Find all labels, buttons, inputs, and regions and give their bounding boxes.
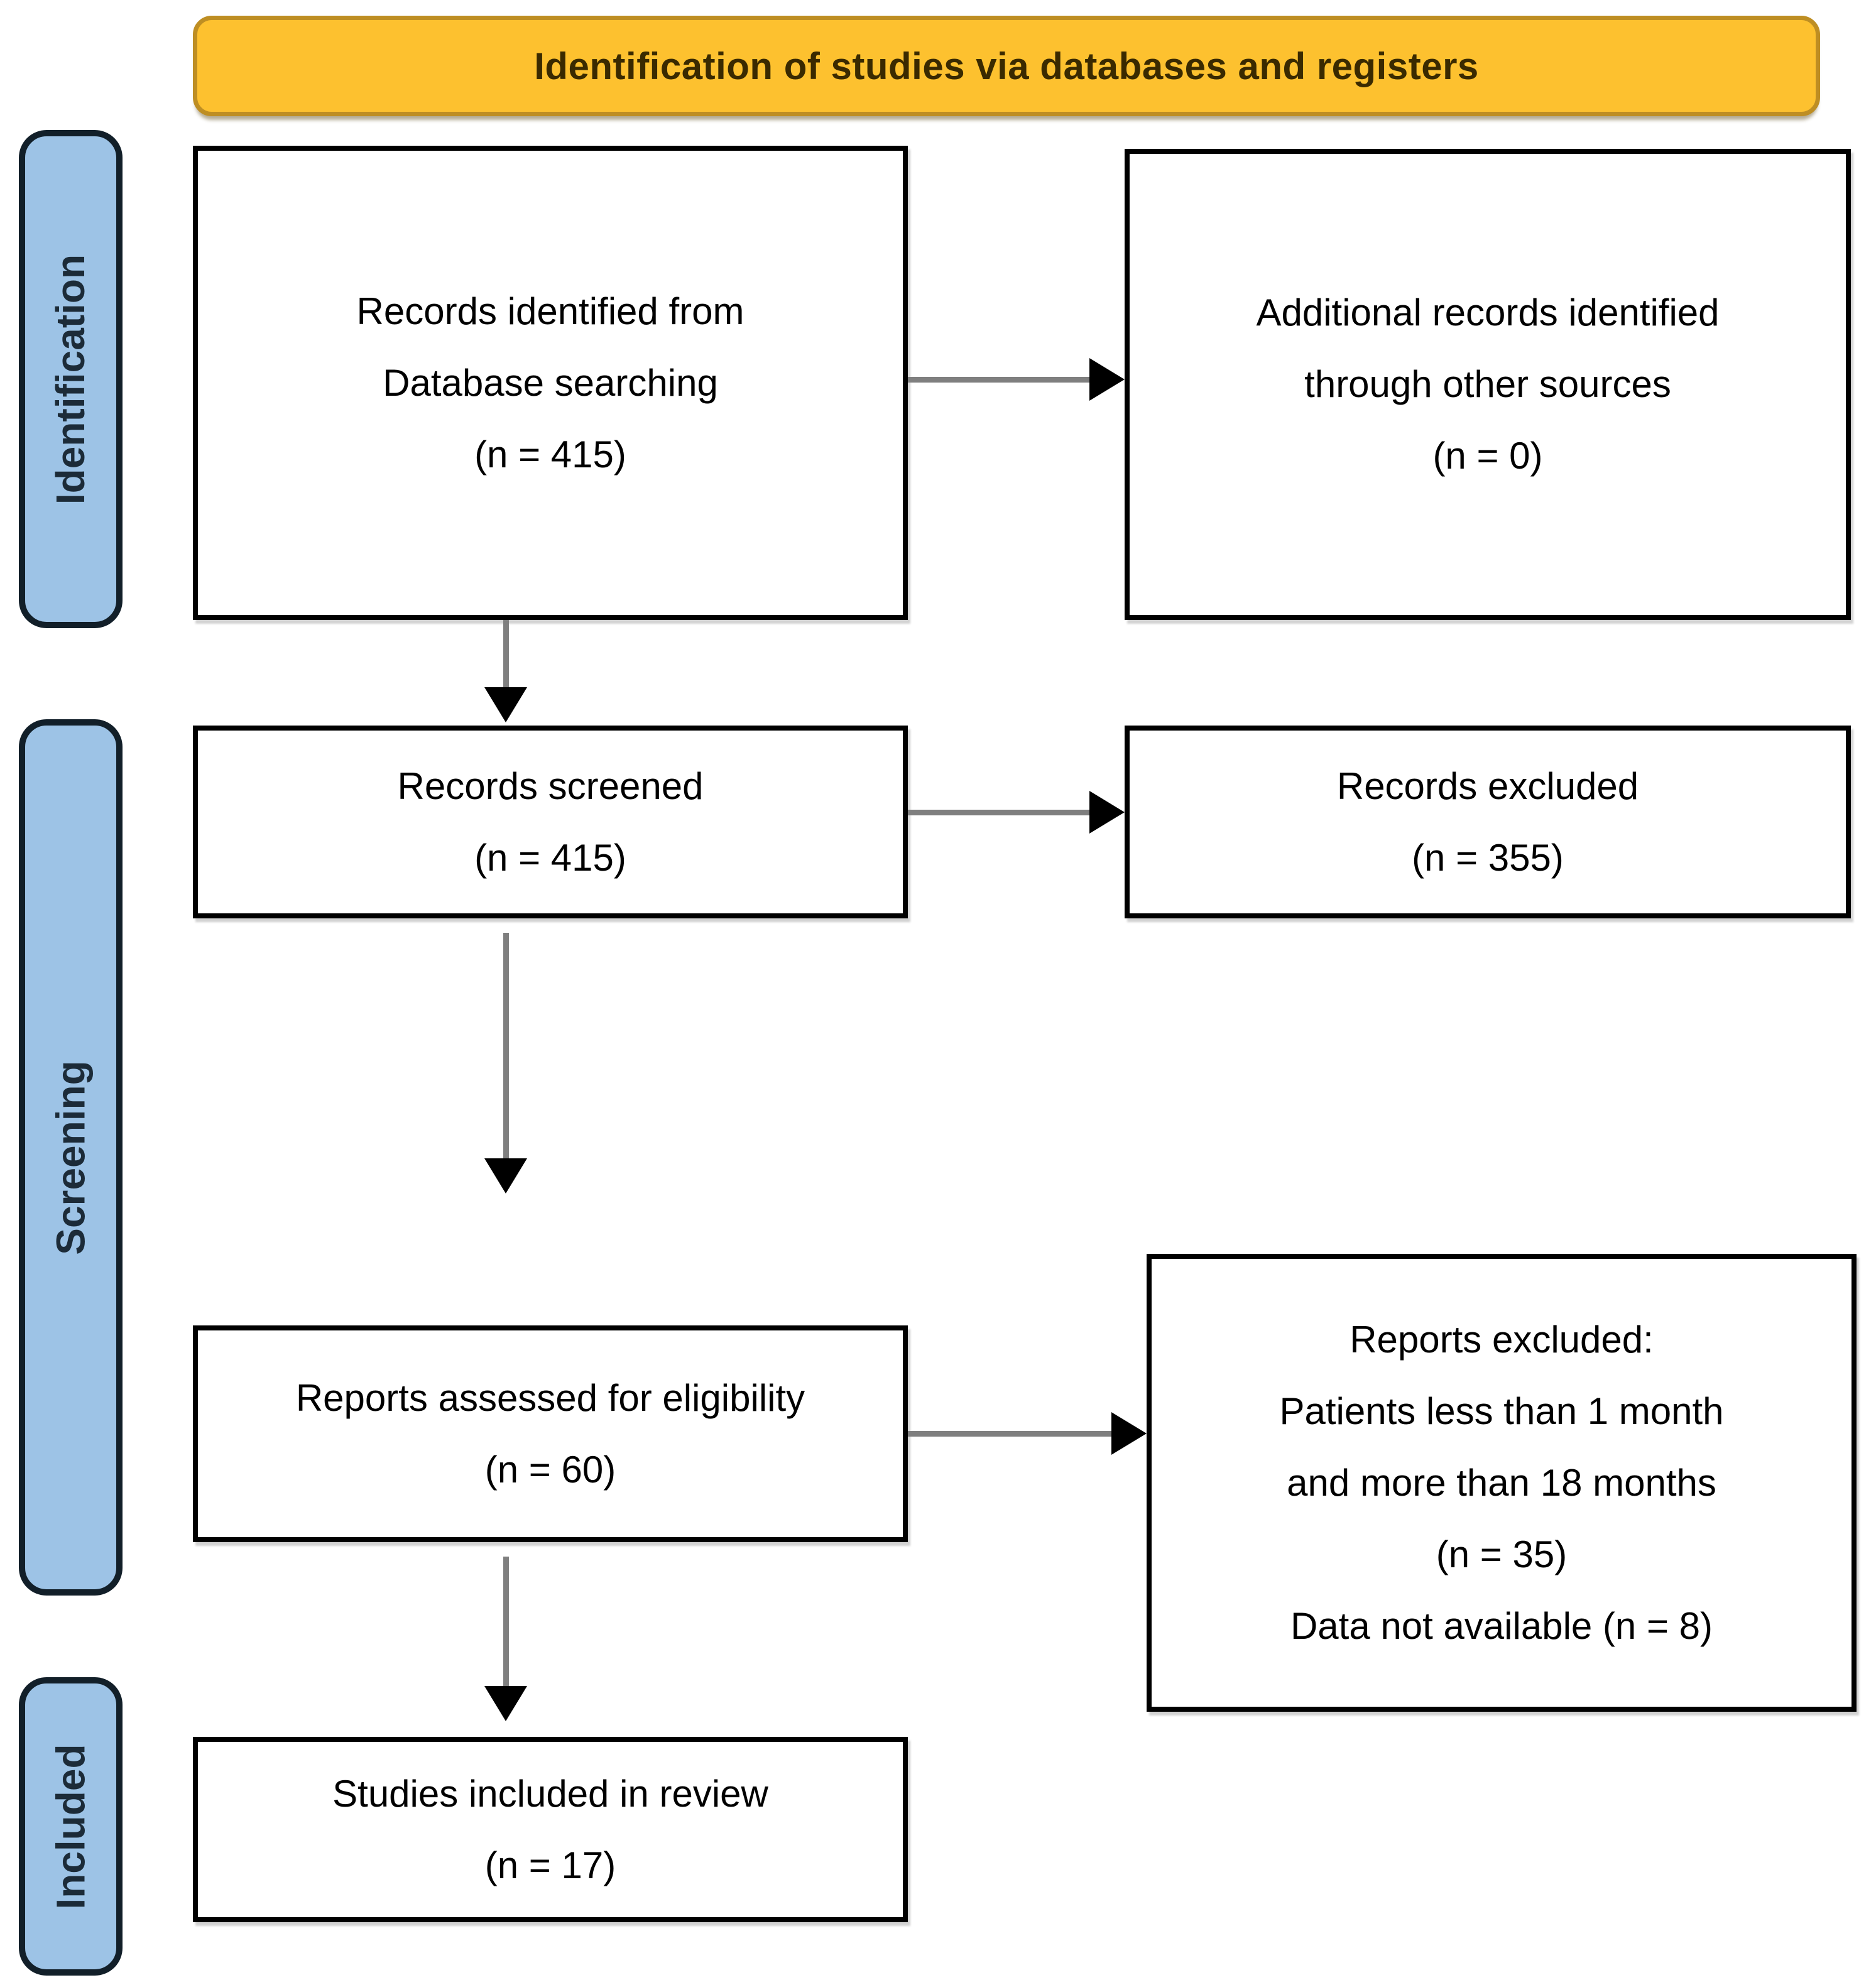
arrow-down-icon: [484, 933, 527, 1194]
box-reports-assessed: Reports assessed for eligibility (n = 60…: [193, 1325, 908, 1542]
stage-label-identification-text: Identification: [48, 254, 94, 504]
box-text-line: Reports assessed for eligibility: [295, 1376, 805, 1419]
box-text-line: Records screened: [397, 764, 704, 807]
arrow-down-icon: [484, 620, 527, 722]
box-text-line: (n = 0): [1432, 435, 1543, 477]
box-text-line: (n = 17): [484, 1844, 616, 1886]
stage-label-included-text: Included: [48, 1743, 94, 1910]
arrow-head: [484, 1686, 527, 1721]
box-text-line: Data not available (n = 8): [1290, 1604, 1713, 1647]
arrow-shaft: [503, 620, 509, 687]
box-records-excluded: Records excluded (n = 355): [1125, 726, 1851, 918]
box-text-line: (n = 60): [484, 1448, 616, 1491]
box-text-line: Records excluded: [1336, 764, 1639, 807]
box-text-line: through other sources: [1304, 363, 1671, 405]
arrow-shaft: [908, 809, 1089, 815]
arrow-head: [1111, 1412, 1147, 1455]
box-text-line: (n = 35): [1436, 1533, 1568, 1575]
box-text-line: Database searching: [383, 361, 718, 404]
box-reports-excluded: Reports excluded: Patients less than 1 m…: [1147, 1254, 1857, 1712]
stage-label-screening: Screening: [19, 719, 123, 1596]
arrow-head: [1089, 358, 1125, 401]
arrow-shaft: [908, 1430, 1111, 1437]
arrow-head: [484, 687, 527, 722]
box-text-line: (n = 415): [474, 836, 626, 879]
arrow-head: [1089, 791, 1125, 834]
arrow-shaft: [503, 933, 509, 1158]
box-text-line: Patients less than 1 month: [1279, 1390, 1724, 1432]
box-records-screened: Records screened (n = 415): [193, 726, 908, 918]
arrow-right-icon: [908, 357, 1125, 401]
box-text-line: (n = 415): [474, 433, 626, 476]
arrow-right-icon: [908, 1411, 1147, 1455]
box-text-line: (n = 355): [1412, 836, 1564, 879]
box-text-line: Records identified from: [356, 290, 744, 332]
box-text-line: Reports excluded:: [1350, 1318, 1654, 1361]
box-studies-included: Studies included in review (n = 17): [193, 1737, 908, 1922]
header-banner: Identification of studies via databases …: [193, 16, 1820, 116]
box-records-identified: Records identified from Database searchi…: [193, 146, 908, 620]
arrow-shaft: [908, 376, 1089, 383]
arrow-right-icon: [908, 790, 1125, 834]
arrow-head: [484, 1158, 527, 1194]
box-text-line: and more than 18 months: [1287, 1461, 1716, 1504]
box-text-line: Additional records identified: [1256, 291, 1720, 334]
box-additional-records: Additional records identified through ot…: [1125, 149, 1851, 620]
box-text-line: Studies included in review: [332, 1772, 768, 1815]
header-title: Identification of studies via databases …: [534, 45, 1479, 87]
stage-label-screening-text: Screening: [48, 1060, 94, 1255]
stage-label-identification: Identification: [19, 130, 123, 628]
arrow-down-icon: [484, 1557, 527, 1721]
stage-label-included: Included: [19, 1677, 123, 1976]
arrow-shaft: [503, 1557, 509, 1686]
